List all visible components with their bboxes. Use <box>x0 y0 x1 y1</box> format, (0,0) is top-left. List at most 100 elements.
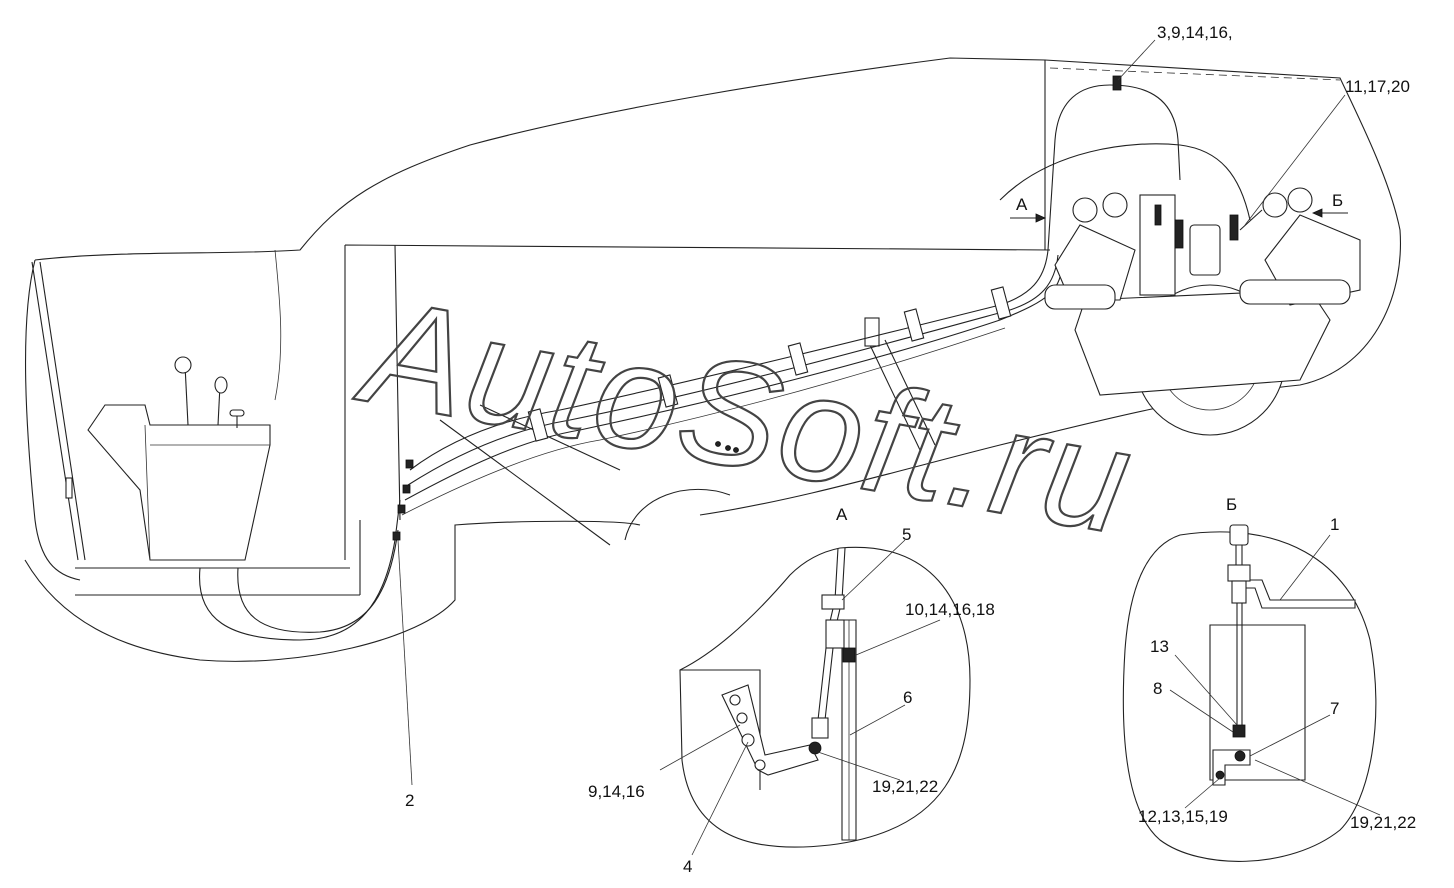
frame-member <box>439 404 621 546</box>
cable-clip <box>397 504 406 514</box>
detail-a-title: А <box>836 505 848 524</box>
bracket-plate <box>841 619 857 841</box>
right-intake <box>1239 279 1351 305</box>
cable-clamp <box>657 374 679 408</box>
callout-6: 6 <box>903 688 912 707</box>
cable-clamp <box>527 408 549 442</box>
fastener-dot <box>725 445 731 451</box>
callout-10-14-16-18: 10,14,16,18 <box>905 600 995 619</box>
pump-actuator <box>1174 219 1184 249</box>
leader-right <box>1244 94 1346 226</box>
detail-b-title: Б <box>1226 495 1237 514</box>
cab-rear-edge <box>274 249 282 401</box>
cab-partition <box>344 244 1051 560</box>
bracket-1 <box>1239 579 1356 609</box>
strut-bracket <box>864 317 880 347</box>
left-cap-1 <box>1072 197 1098 223</box>
detail-view-b <box>1122 524 1381 862</box>
cable-nut-b <box>1227 564 1251 582</box>
cable-cap-b <box>1229 524 1249 546</box>
cable-end-a-2 <box>824 547 846 721</box>
leader-10 <box>855 619 941 656</box>
control-console <box>87 356 271 561</box>
door-hinge <box>65 477 73 499</box>
lever-knob-1 <box>174 356 192 374</box>
callout-19-21-22-b: 19,21,22 <box>1350 813 1416 832</box>
leader-19b <box>1254 759 1381 816</box>
leader-6 <box>849 704 906 736</box>
cable-sleeve-b <box>1231 580 1247 604</box>
lever-pivot <box>741 733 755 747</box>
wheel-arch <box>624 488 731 541</box>
leader-1 <box>1279 534 1331 601</box>
leader-19a <box>817 751 901 781</box>
right-cap-2 <box>1287 187 1313 213</box>
right-linkage-rod <box>1229 214 1239 241</box>
cable-clip <box>402 484 411 494</box>
section-label-a: А <box>1016 195 1028 214</box>
cable-clamps <box>392 75 1122 541</box>
cab-lower-outline <box>24 520 641 662</box>
callout-7: 7 <box>1330 699 1339 718</box>
callout-19-21-22-a: 19,21,22 <box>872 777 938 796</box>
leader-top <box>1117 39 1156 81</box>
detail-b-outline <box>1122 531 1377 862</box>
callout-labels: 3,9,14,16, 11,17,20 А Б 2 А 5 10,14,16,1… <box>405 23 1416 876</box>
hood-dash-line <box>1049 67 1341 81</box>
section-arrowhead-b <box>1312 208 1323 218</box>
detail-a-outline <box>679 546 971 848</box>
callout-12-13-15-19: 12,13,15,19 <box>1138 807 1228 826</box>
pump-lever <box>1154 204 1162 226</box>
leader-9 <box>659 724 741 771</box>
cable-clamp-top <box>1112 75 1122 91</box>
lever-hole <box>736 712 748 724</box>
cab-floor-line <box>75 520 361 596</box>
lever-b-nut <box>1234 750 1246 762</box>
right-cap-1 <box>1262 192 1288 218</box>
lever-knob-3 <box>229 409 245 417</box>
callout-2: 2 <box>405 791 414 810</box>
console-edges <box>144 424 270 561</box>
cab-left-wall <box>24 259 81 581</box>
leader-7 <box>1249 714 1331 757</box>
lever-hole <box>729 694 741 706</box>
cable-bundle-3 <box>404 259 1063 501</box>
callout-1: 1 <box>1330 515 1339 534</box>
cab-outline <box>34 57 1046 261</box>
cable-to-console-2 <box>237 529 399 633</box>
lever-hole <box>754 759 766 771</box>
lever-knob-2 <box>214 376 228 394</box>
engine-block <box>1074 289 1331 396</box>
rod-end <box>811 717 829 739</box>
leader-13 <box>1174 654 1238 726</box>
fastener-dot <box>733 447 739 453</box>
cable-clip <box>405 459 414 469</box>
section-label-b: Б <box>1332 191 1343 210</box>
cable-bundle-2 <box>407 254 1059 486</box>
cable-clamp <box>903 308 925 342</box>
cable-to-console-1 <box>199 499 401 641</box>
callout-11-17-20: 11,17,20 <box>1345 77 1410 96</box>
engine <box>1044 187 1361 436</box>
detail-b-panel <box>1209 624 1306 781</box>
cable-clamp <box>990 286 1012 320</box>
leader-4 <box>691 741 749 856</box>
cable-clamp <box>787 342 809 376</box>
fuel-filter <box>1189 224 1221 276</box>
cable-end-a <box>817 547 839 721</box>
support-strut <box>869 339 936 451</box>
left-intake <box>1044 284 1116 310</box>
main-leaders <box>397 39 1346 786</box>
door-post <box>31 261 86 561</box>
right-linkage <box>1239 209 1263 231</box>
callout-4: 4 <box>683 857 692 876</box>
leader-12 <box>1184 777 1221 809</box>
leader-8 <box>1169 689 1234 733</box>
console-body <box>87 404 271 561</box>
cable-clip <box>392 531 401 541</box>
callout-5: 5 <box>902 525 911 544</box>
cable-fitting <box>821 594 845 610</box>
section-arrowhead-a <box>1035 213 1046 223</box>
fastener-dot <box>715 441 721 447</box>
callout-3-9-14-16: 3,9,14,16, <box>1157 23 1233 42</box>
